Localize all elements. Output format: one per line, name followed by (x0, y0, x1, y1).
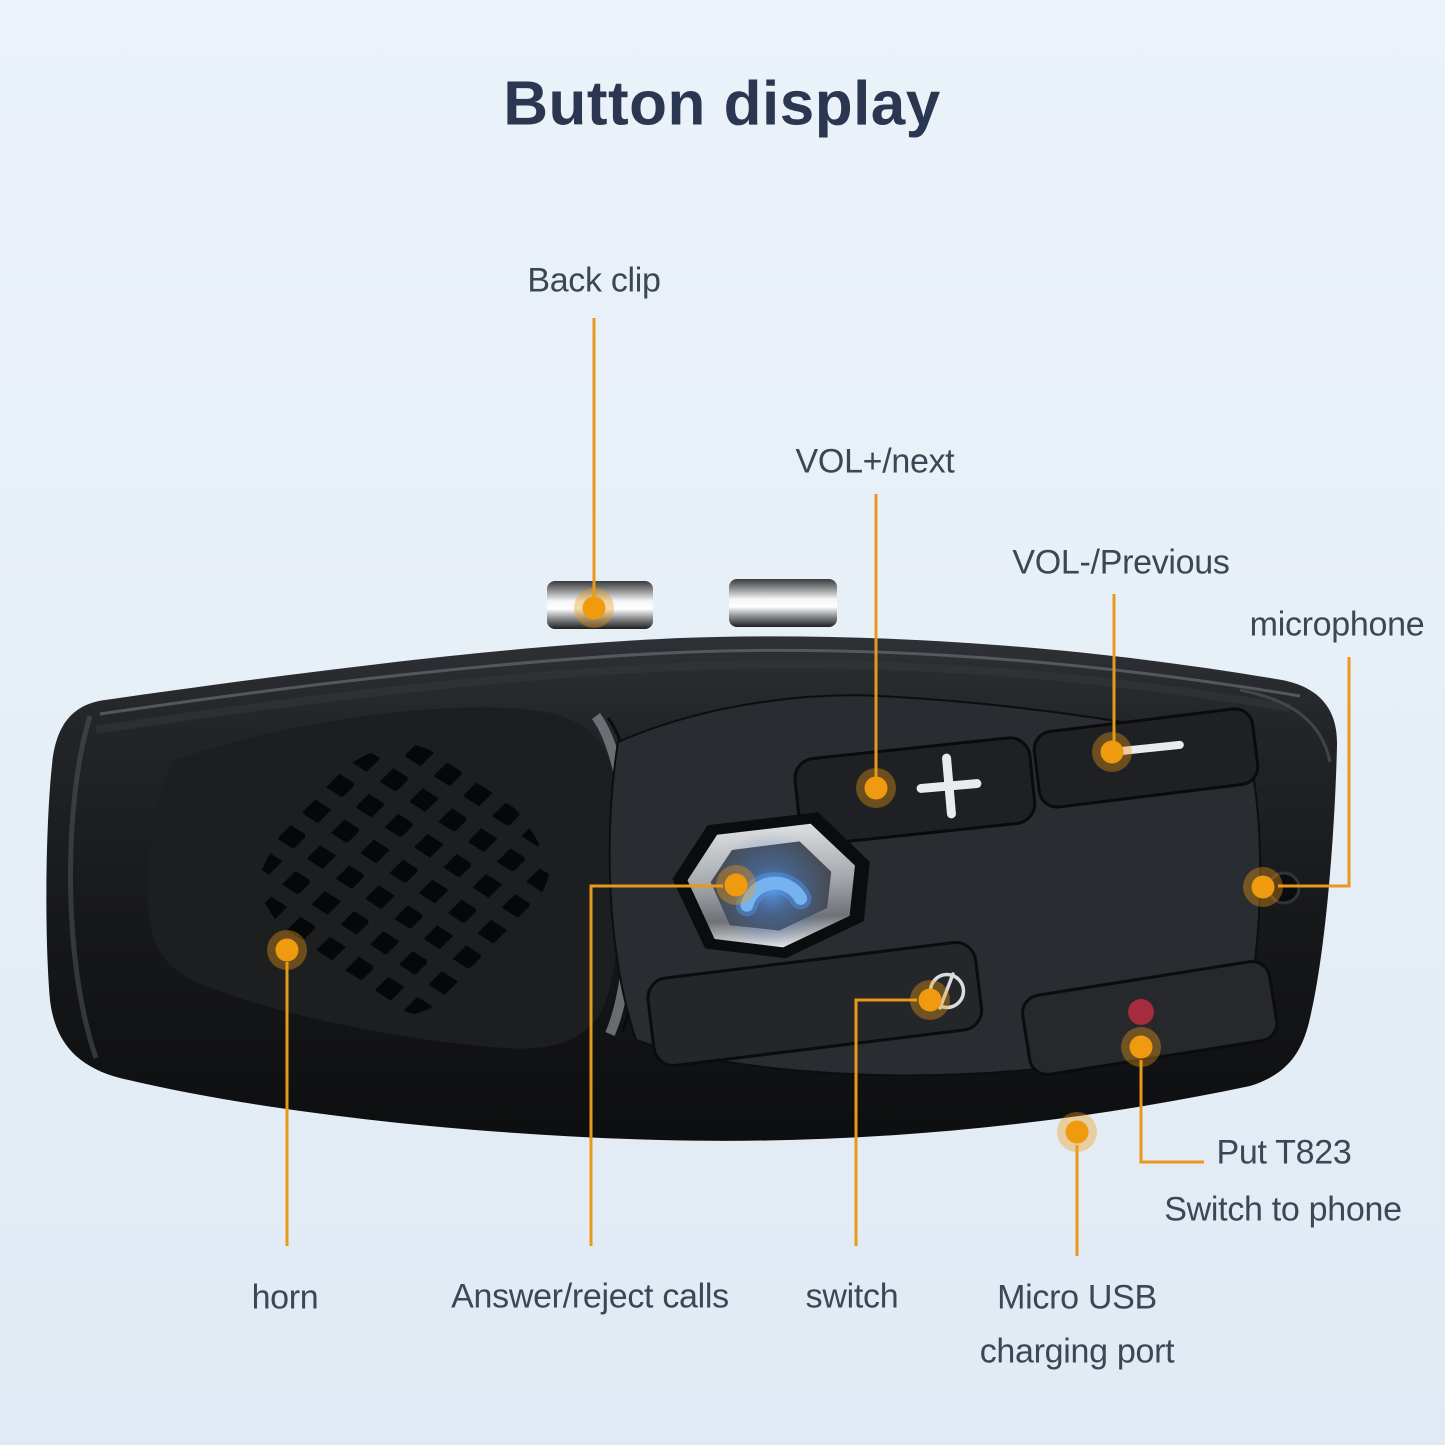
answer-callout-dot (716, 865, 756, 905)
put-t823-label-line1: Put T823 (1216, 1133, 1352, 1172)
horn-callout-dot (267, 930, 307, 970)
put-t823-label-line2: Switch to phone (1164, 1190, 1402, 1229)
vol-minus-label: VOL-/Previous (1012, 543, 1230, 582)
t823-switch-button[interactable] (1128, 999, 1154, 1025)
switch-callout-dot (910, 980, 950, 1020)
vol-minus-callout-dot (1092, 732, 1132, 772)
back-clip-right (729, 579, 837, 627)
switch-label: switch (805, 1277, 899, 1316)
plus-icon (916, 753, 982, 819)
microphone-callout-line (1278, 657, 1351, 888)
answer-button[interactable] (669, 810, 874, 964)
horn-label: horn (251, 1278, 319, 1317)
device-corner-highlight (1239, 688, 1332, 763)
power-icon-slash (938, 972, 955, 1010)
device-top-edge-highlight (99, 648, 1301, 716)
switch-callout-line (854, 998, 917, 1246)
volume-minus-button[interactable] (1032, 707, 1260, 809)
back-clip-callout-dot (574, 588, 614, 628)
t823-callout-line (1139, 1060, 1204, 1164)
micro-usb-callout-dot (1057, 1112, 1097, 1152)
phone-icon-glow (714, 831, 831, 948)
micro-usb-label-line2: charging port (979, 1332, 1175, 1371)
switch-panel (646, 941, 984, 1068)
microphone-label: microphone (1249, 605, 1425, 644)
volume-plus-button[interactable] (793, 736, 1037, 846)
t823-callout-dot (1121, 1027, 1161, 1067)
vol-plus-callout-dot (856, 768, 896, 808)
answer-callout-line (589, 884, 723, 1246)
page-title: Button display (503, 69, 941, 139)
callout-lines (285, 318, 1351, 1256)
phone-icon (740, 876, 808, 912)
minus-icon (1116, 740, 1184, 756)
micro-usb-label-line1: Micro USB (997, 1278, 1157, 1317)
back-clip-label: Back clip (527, 261, 661, 300)
callout-dots (267, 588, 1283, 1152)
vol-plus-label: VOL+/next (795, 442, 955, 481)
microphone-callout-dot (1243, 867, 1283, 907)
device-left-edge (67, 715, 99, 1059)
answer-label: Answer/reject calls (451, 1277, 729, 1316)
speaker-grille-holes (256, 742, 550, 1014)
